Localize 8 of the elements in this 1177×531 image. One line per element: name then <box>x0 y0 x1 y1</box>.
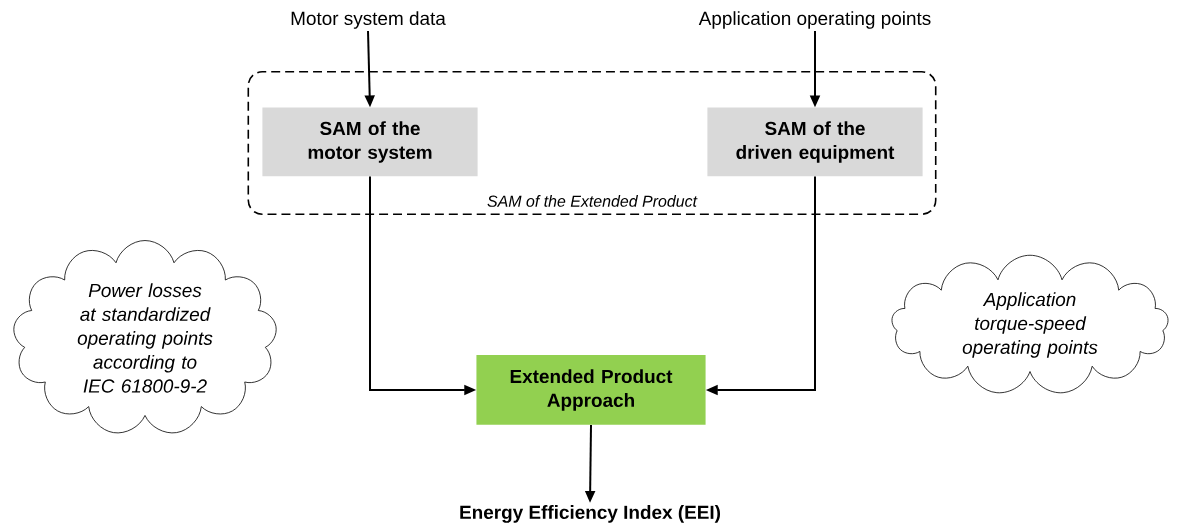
plain-text: Motor system data <box>291 11 446 29</box>
process-box: Extended Product Approach <box>476 355 706 425</box>
plain-text: Application operating points <box>698 11 931 29</box>
group-label: SAM of the Extended Product <box>487 195 698 207</box>
group-frame <box>247 70 937 216</box>
process-box: SAM of the motor system <box>262 107 478 177</box>
result-text: Energy Efficiency Index (EEI) <box>460 505 720 523</box>
process-box: SAM of the driven equipment <box>707 107 923 177</box>
